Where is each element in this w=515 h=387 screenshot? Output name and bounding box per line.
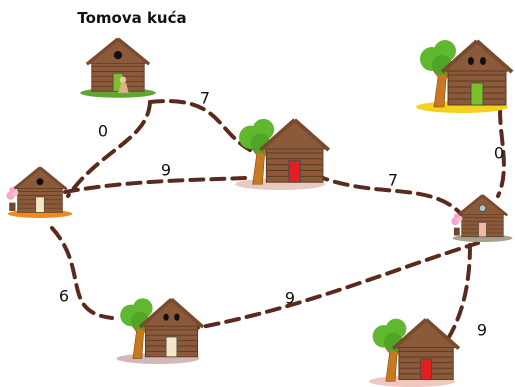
path-bottomleft-right (183, 241, 480, 332)
house-left (5, 155, 75, 225)
edge-weight-center-right: 7 (387, 170, 399, 190)
edge-weight-left-center: 9 (160, 160, 172, 180)
house-center (225, 112, 335, 190)
house-right (450, 182, 515, 250)
edge-weight-topright-right: 0 (493, 143, 505, 163)
edge-weight-right-bottomright: 9 (476, 320, 488, 340)
cabin-icon (259, 118, 331, 183)
cabin-icon (12, 166, 68, 213)
house-topright (412, 33, 514, 113)
cabin-icon (138, 297, 205, 358)
path-left-center (63, 176, 247, 194)
house-bottomleft (108, 292, 208, 364)
path-tom-center (148, 99, 252, 152)
house-tom (77, 25, 159, 105)
tree-icon (239, 118, 275, 185)
diagram-title: Tomova kuća (77, 9, 187, 27)
cabin-icon (85, 37, 151, 92)
cabin-icon (440, 39, 514, 106)
path-center-right (313, 173, 464, 217)
cabin-icon (392, 318, 461, 380)
figure-icon (118, 76, 129, 93)
path-tom-left (66, 100, 152, 198)
blossom-icon (451, 213, 463, 236)
house-bottomright (362, 312, 462, 387)
path-topright-right (496, 108, 506, 198)
edge-weight-tom-left: 0 (97, 121, 109, 141)
edge-weight-left-bottomleft: 6 (58, 286, 70, 306)
path-left-bottomleft (50, 226, 114, 320)
blossom-icon (6, 187, 19, 211)
cabin-icon (456, 194, 509, 238)
edge-weight-bottomleft-right: 9 (284, 288, 296, 308)
tree-icon (372, 318, 407, 382)
edge-weight-tom-center: 7 (199, 88, 211, 108)
